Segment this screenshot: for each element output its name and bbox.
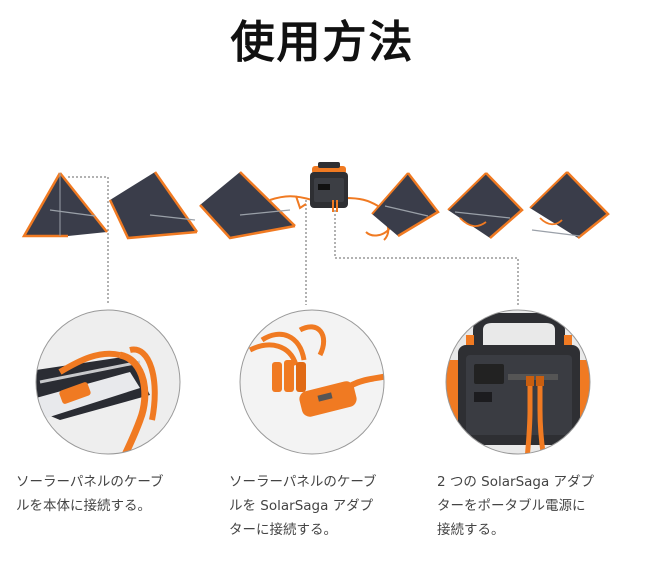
closeup-circle-power-station: [445, 309, 591, 455]
solar-panel-4: [371, 172, 440, 238]
solar-panel-2: [108, 171, 199, 240]
step-3-caption: 2 つの SolarSaga アダプ ターをポータブル電源に 接続する。: [437, 474, 595, 538]
solar-panel-3: [199, 171, 296, 240]
page-title: 使用方法: [230, 17, 415, 68]
solar-panel-5: [447, 172, 524, 239]
solar-panel-6: [529, 171, 610, 239]
closeup-circle-adapter: [239, 309, 385, 455]
solar-panel-1: [21, 172, 108, 238]
leader-lines: [68, 176, 519, 305]
step-1-caption: ソーラーパネルのケーブ ルを本体に接続する。: [16, 474, 164, 514]
step-2-caption: ソーラーパネルのケーブ ルを SolarSaga アダプ ターに接続する。: [229, 474, 377, 538]
leader-line-3: [334, 210, 519, 305]
portable-power-station: [310, 162, 348, 212]
leader-line-1: [68, 176, 109, 305]
closeup-circle-panel-connector: [35, 309, 181, 455]
